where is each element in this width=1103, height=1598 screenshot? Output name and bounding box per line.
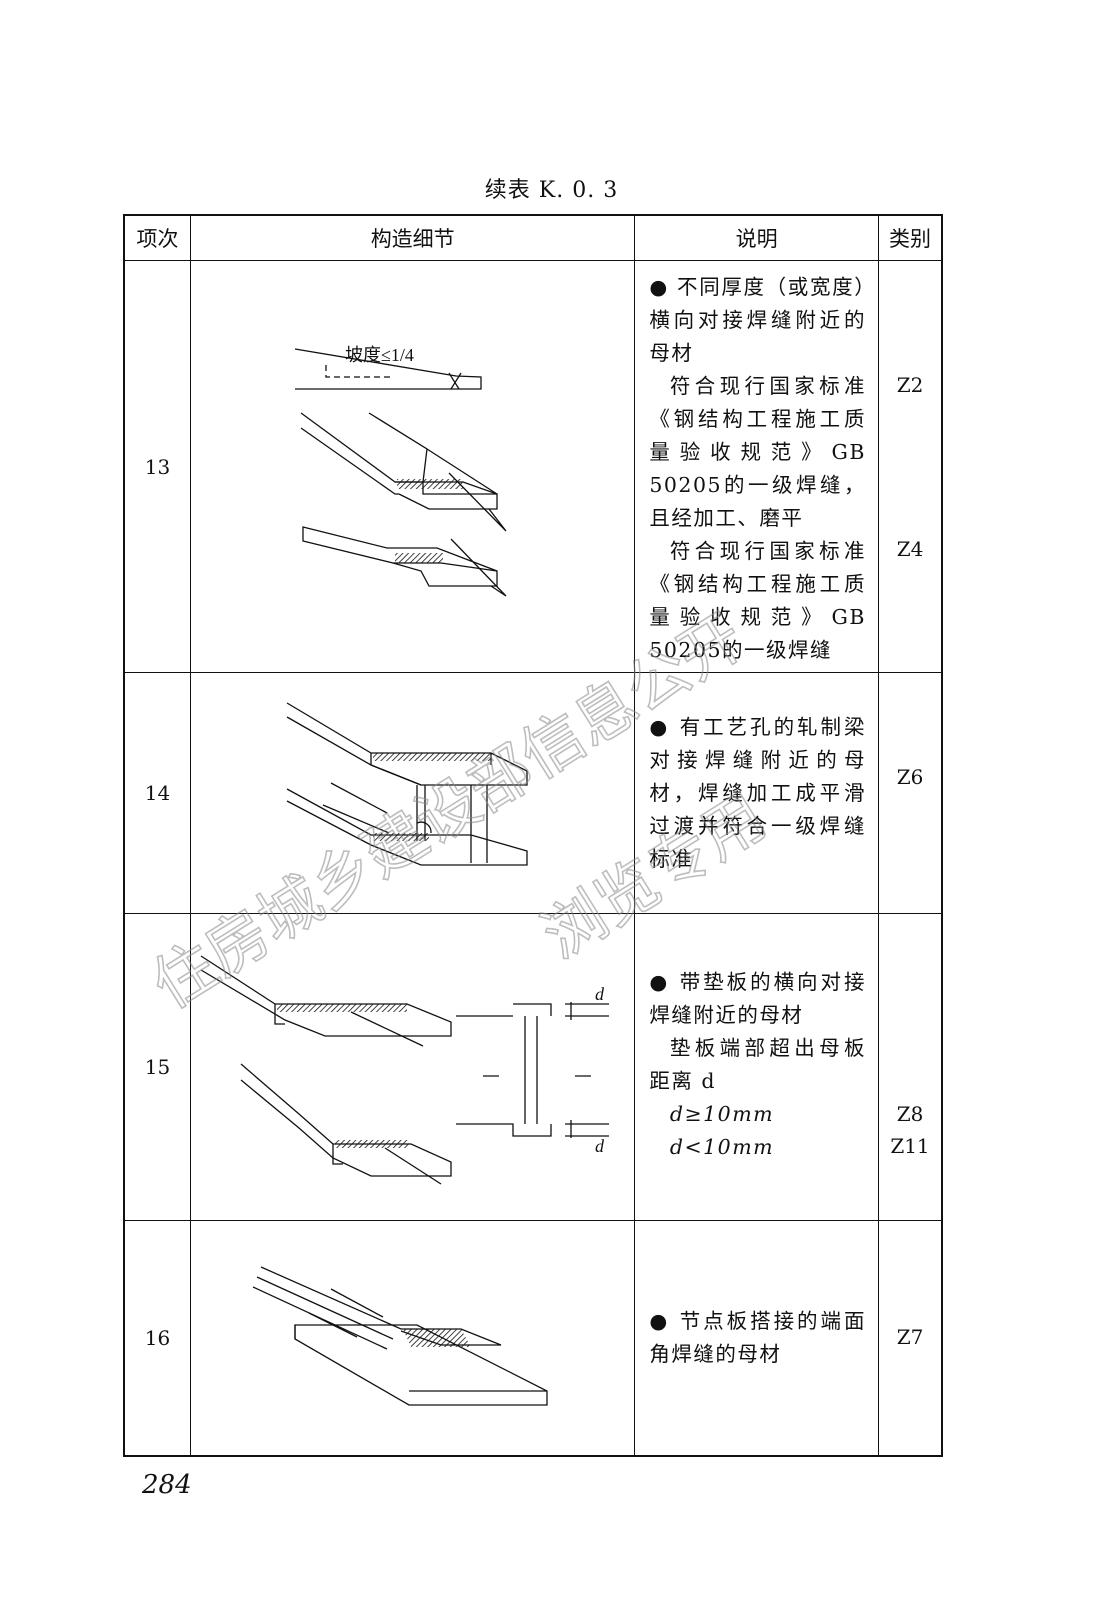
slope-label: 坡度≤1/4 (345, 345, 414, 365)
class-code: Z4 (896, 537, 924, 561)
table-caption: 续表 K. 0. 3 (484, 178, 619, 203)
rolled-beam-drawing (286, 702, 528, 866)
item-number: 14 (123, 672, 192, 914)
header-item: 项次 (123, 214, 192, 261)
description-14: ● 有工艺孔的轧制梁对接焊缝附近的母材，焊缝加工成平滑过渡并符合一级焊缝标准 (634, 672, 879, 914)
page-number: 284 (142, 1470, 192, 1500)
header-detail: 构造细节 (190, 214, 636, 261)
butt-weld-thickness-drawing: 坡度≤1/4 (294, 345, 507, 597)
header-class: 类别 (878, 214, 943, 261)
class-16: Z7 (878, 1220, 943, 1457)
figure-16 (190, 1220, 636, 1457)
construction-detail-table: 项次 构造细节 说明 类别 13 坡度≤1/4 (123, 214, 943, 1457)
header-desc: 说明 (634, 214, 879, 261)
desc-15-note: 垫板端部超出母板距离 d (649, 1036, 866, 1093)
item-number: 15 (123, 913, 192, 1221)
class-code: Z11 (890, 1134, 930, 1158)
table-row: 15 (123, 913, 943, 1221)
gap-label-top: d (595, 984, 605, 1004)
description-15: ● 带垫板的横向对接焊缝附近的母材 垫板端部超出母板距离 d d≥10mm d<… (634, 913, 879, 1221)
class-code: Z7 (896, 1325, 924, 1349)
description-16: ● 节点板搭接的端面角焊缝的母材 (634, 1220, 879, 1457)
item-number: 13 (123, 260, 192, 673)
table-row: 16 ● 节点板搭接的端面角焊缝的母材 (123, 1220, 943, 1457)
class-15: Z8 Z11 (878, 913, 943, 1221)
class-code: Z6 (896, 765, 924, 789)
desc-13-grade-b: 符合现行国家标准《钢结构工程施工质量验收规范》GB 50205的一级焊缝 (649, 539, 866, 662)
table-row: 13 坡度≤1/4 (123, 260, 943, 673)
description-13: ● 不同厚度（或宽度）横向对接焊缝附近的母材 符合现行国家标准《钢结构工程施工质… (634, 260, 879, 673)
table-header-row: 项次 构造细节 说明 类别 (123, 214, 943, 261)
figure-15: d d (190, 913, 636, 1221)
class-13: Z2 Z4 (878, 260, 943, 673)
table-row: 14 (123, 672, 943, 914)
class-code: Z8 (896, 1102, 924, 1126)
item-number: 16 (123, 1220, 192, 1457)
desc-16-title: ● 节点板搭接的端面角焊缝的母材 (649, 1309, 866, 1366)
class-code: Z2 (896, 373, 924, 397)
gusset-lap-weld-drawing (252, 1266, 548, 1406)
desc-15-title: ● 带垫板的横向对接焊缝附近的母材 (649, 970, 866, 1027)
backing-plate-weld-drawing: d d (200, 955, 610, 1185)
desc-15-condition-b: d<10mm (669, 1135, 775, 1159)
gap-label-bottom: d (595, 1136, 605, 1156)
figure-14 (190, 672, 636, 914)
class-14: Z6 (878, 672, 943, 914)
figure-13: 坡度≤1/4 (190, 260, 636, 673)
desc-14-title: ● 有工艺孔的轧制梁对接焊缝附近的母材，焊缝加工成平滑过渡并符合一级焊缝标准 (649, 715, 866, 871)
desc-15-condition-a: d≥10mm (669, 1102, 775, 1126)
desc-13-grade-a: 符合现行国家标准《钢结构工程施工质量验收规范》GB 50205的一级焊缝，且经加… (649, 374, 866, 530)
desc-13-title: ● 不同厚度（或宽度）横向对接焊缝附近的母材 (649, 275, 866, 365)
